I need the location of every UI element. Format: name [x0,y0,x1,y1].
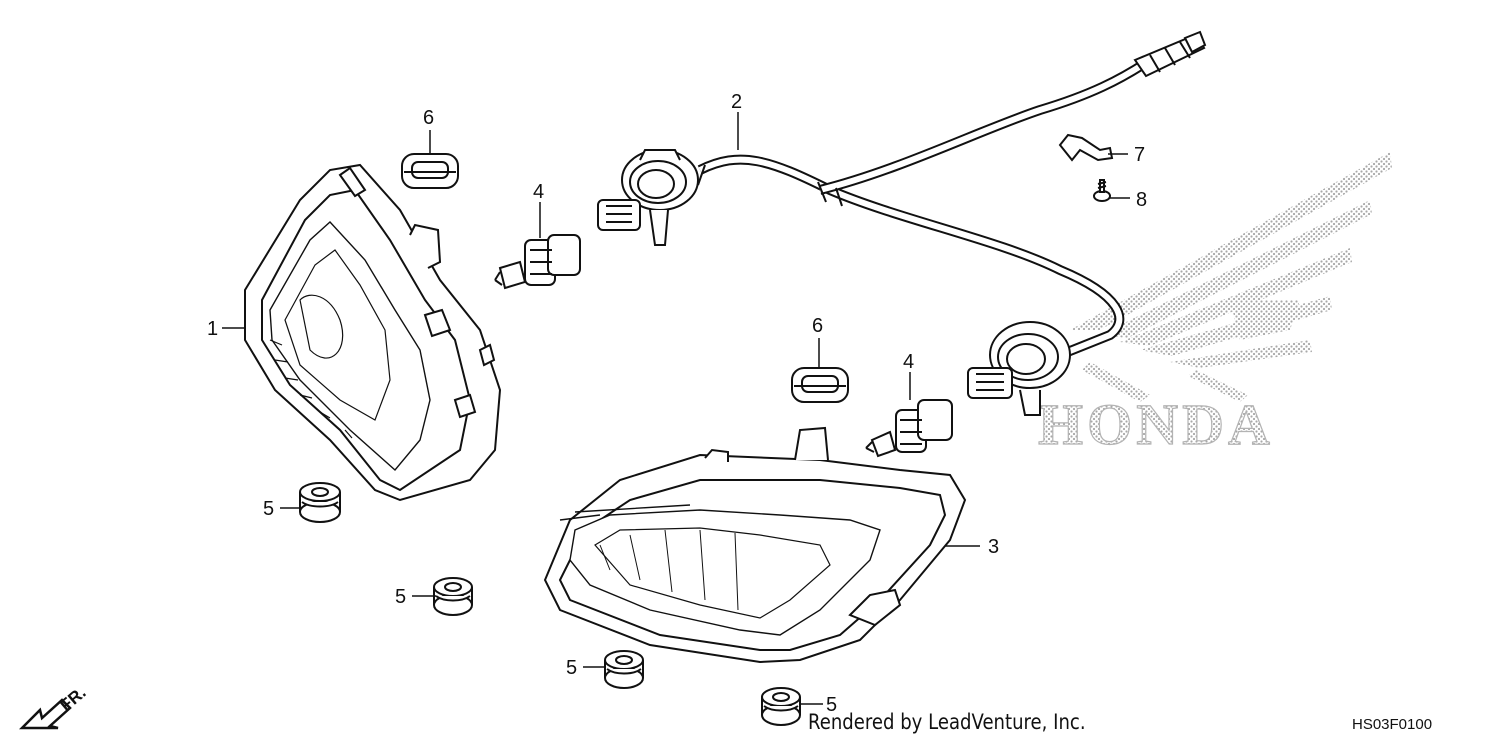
part-1-headlight-left [244,163,502,502]
front-direction-arrow: FR. [18,683,90,730]
callout-5-b: 5 [395,586,406,608]
callout-5-d: 5 [826,694,837,716]
part-5-grommet-a [299,482,341,523]
part-7-clamp [1058,133,1114,162]
callout-2: 2 [731,91,742,113]
honda-wing-logo-watermark: HONDA [1037,152,1392,458]
part-6-cushion-upper [401,153,459,189]
part-8-screw [1093,179,1111,202]
part-3-headlight-right [543,426,967,664]
part-6-cushion-lower [791,367,849,403]
callout-1: 1 [207,318,218,340]
part-4-bulb-lower [865,399,953,458]
callout-5-a: 5 [263,498,274,520]
part-5-grommet-c [604,650,644,689]
diagram-code: HS03F0100 [1352,716,1433,733]
callout-6-upper: 6 [423,107,434,129]
callout-6-lower: 6 [812,315,823,337]
honda-wordmark: HONDA [1038,392,1274,457]
bulb-socket-upper [597,149,699,246]
render-credit: Rendered by LeadVenture, Inc. [808,710,1086,734]
callout-5-c: 5 [566,657,577,679]
part-2-wire-harness [697,30,1207,360]
leader-lines [222,112,1130,705]
part-5-grommet-b [433,577,473,616]
part-4-bulb-upper [494,234,581,290]
callout-4-upper: 4 [533,181,544,203]
callout-7: 7 [1134,144,1145,166]
callout-8: 8 [1136,189,1147,211]
callout-4-lower: 4 [903,351,914,373]
callout-3: 3 [988,536,999,558]
part-5-grommet-d [761,687,801,726]
bulb-socket-lower [967,321,1071,416]
